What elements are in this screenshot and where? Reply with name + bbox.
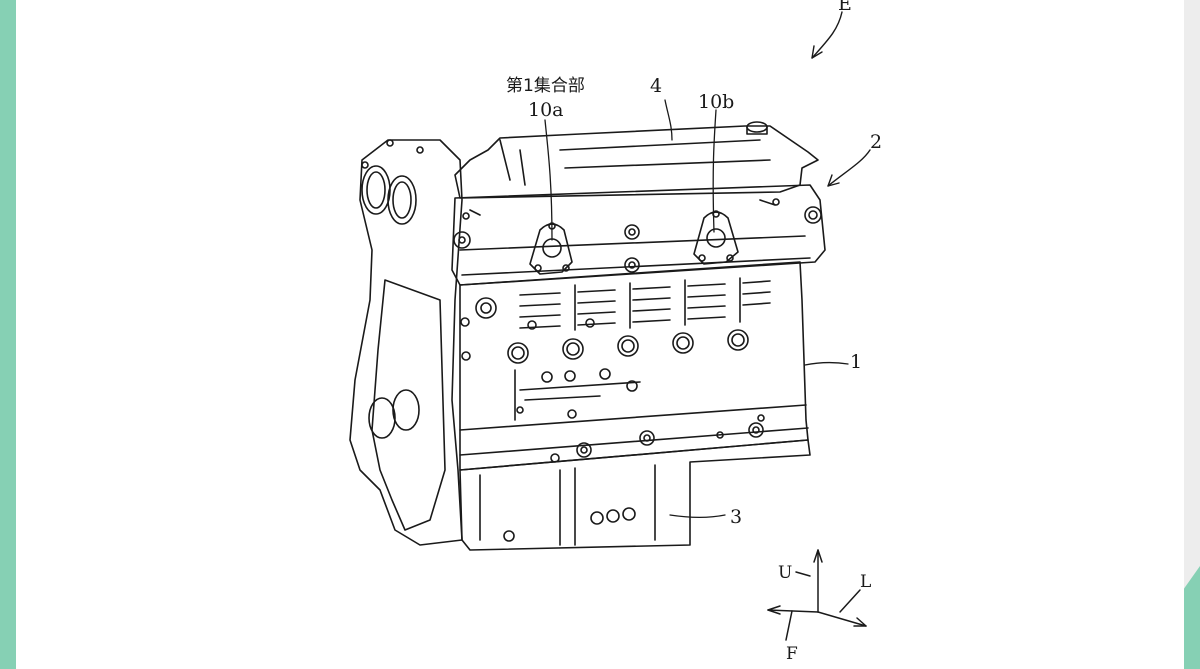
block-bosses (460, 297, 765, 422)
view-arrows (811, 11, 871, 187)
leader-lines (544, 99, 849, 518)
collection-part-label: 第1集合部 (506, 76, 585, 96)
axis-front-label: F (786, 644, 798, 664)
ref-2-label: 2 (870, 131, 883, 153)
front-port-lower-2 (392, 389, 420, 431)
view-arrow-label: E (838, 0, 852, 15)
ref-4-label: 4 (650, 75, 663, 97)
ref-10b-label: 10b (698, 91, 735, 113)
port-10a-flange (529, 222, 573, 275)
axis-up-label: U (778, 563, 793, 583)
ref-1-label: 1 (850, 351, 863, 373)
head-cover-ridge (559, 139, 771, 169)
right-accent-corner (1184, 566, 1200, 669)
right-gray-bar (1184, 0, 1200, 669)
axis-triad (767, 549, 867, 641)
block-ribs (519, 277, 771, 331)
front-port-upper-2 (387, 175, 417, 225)
front-timing-cover (349, 139, 463, 546)
ref-10a-label: 10a (528, 99, 564, 121)
axis-left-label: L (860, 572, 872, 592)
left-accent-bar (0, 0, 16, 669)
head-cover-outline (454, 125, 819, 199)
ref-3-label: 3 (730, 506, 743, 528)
oil-filler-cap (746, 121, 768, 133)
cylinder-head-outline (451, 184, 826, 286)
head-bolts (462, 198, 822, 273)
front-port-lower-1 (368, 397, 396, 439)
port-10b-flange (693, 210, 739, 265)
oil-pan-outline (459, 439, 811, 551)
oil-pan-bosses (503, 422, 764, 542)
